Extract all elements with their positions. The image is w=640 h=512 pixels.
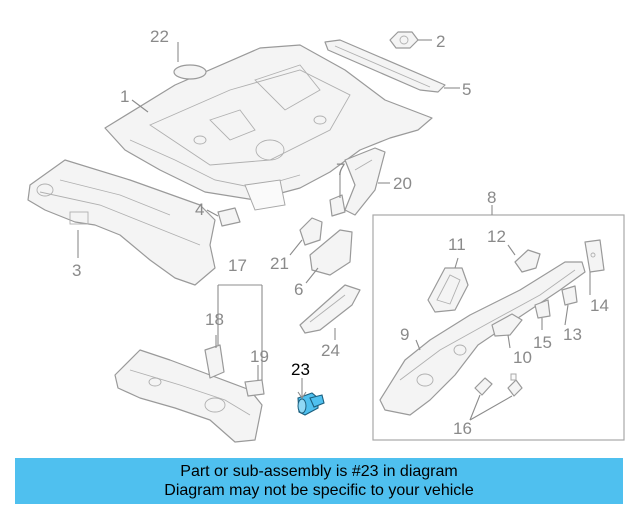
part-14-plate[interactable] bbox=[584, 239, 605, 273]
callout-8: 8 bbox=[487, 188, 496, 207]
callout-16: 16 bbox=[453, 419, 472, 438]
callout-1: 1 bbox=[120, 87, 129, 106]
callout-3: 3 bbox=[72, 261, 81, 280]
part-16-clip-a[interactable] bbox=[474, 377, 493, 396]
callout-21: 21 bbox=[270, 254, 289, 273]
part-3-rear-panel[interactable] bbox=[27, 159, 216, 286]
part-23-bolt[interactable] bbox=[297, 392, 325, 416]
part-2-bracket[interactable] bbox=[389, 31, 419, 49]
part-19-bracket[interactable] bbox=[244, 379, 265, 397]
callout-15: 15 bbox=[533, 333, 552, 352]
callout-10: 10 bbox=[513, 348, 532, 367]
banner-line-2: Diagram may not be specific to your vehi… bbox=[164, 482, 474, 499]
callout-13: 13 bbox=[563, 325, 582, 344]
part-18-bracket[interactable] bbox=[204, 344, 225, 379]
leader-lines bbox=[77, 39, 591, 421]
banner-line-1: Part or sub-assembly is #23 in diagram bbox=[180, 463, 458, 480]
callout-18: 18 bbox=[205, 310, 224, 329]
part-4-bracket[interactable] bbox=[217, 207, 241, 227]
callout-5: 5 bbox=[462, 80, 471, 99]
part-7-bracket[interactable] bbox=[329, 194, 346, 217]
part-24-rail[interactable] bbox=[299, 284, 361, 334]
part-21-bracket[interactable] bbox=[299, 217, 323, 246]
part-12-bracket[interactable] bbox=[514, 249, 541, 273]
callout-9: 9 bbox=[400, 325, 409, 344]
callout-7: 7 bbox=[336, 160, 345, 179]
part-5-crossmember[interactable] bbox=[324, 39, 446, 93]
callout-24: 24 bbox=[321, 341, 340, 360]
callout-2: 2 bbox=[436, 32, 445, 51]
callout-6: 6 bbox=[294, 280, 303, 299]
part-11-pad[interactable] bbox=[427, 267, 469, 313]
part-16-clip-b[interactable] bbox=[507, 373, 523, 397]
part-13-bracket[interactable] bbox=[561, 285, 578, 306]
callout-19: 19 bbox=[250, 347, 269, 366]
part-6-extension[interactable] bbox=[309, 229, 353, 276]
part-17-crossmember-assembly[interactable] bbox=[114, 349, 263, 443]
part-1-rear-floor-pan[interactable] bbox=[104, 44, 433, 211]
callout-4: 4 bbox=[195, 200, 204, 219]
callout-14: 14 bbox=[590, 296, 609, 315]
callout-17: 17 bbox=[228, 256, 247, 275]
part-22-patch[interactable] bbox=[173, 64, 207, 80]
part-8-group-box bbox=[372, 214, 625, 441]
callout-11: 11 bbox=[448, 235, 466, 254]
callout-20: 20 bbox=[393, 174, 412, 193]
part-9-side-frame[interactable] bbox=[379, 261, 586, 416]
part-15-bracket[interactable] bbox=[534, 299, 551, 319]
part-20-pillar[interactable] bbox=[344, 147, 386, 216]
callout-labels: 1 2 3 4 5 6 7 8 9 10 11 12 13 14 15 16 1… bbox=[72, 27, 609, 438]
part-10-bracket[interactable] bbox=[491, 313, 523, 337]
parts-diagram: 1 2 3 4 5 6 7 8 9 10 11 12 13 14 15 16 1… bbox=[27, 27, 625, 443]
callout-12: 12 bbox=[487, 227, 506, 246]
info-banner: Part or sub-assembly is #23 in diagram D… bbox=[15, 458, 623, 504]
callout-22: 22 bbox=[150, 27, 169, 46]
callout-23: 23 bbox=[291, 360, 310, 379]
